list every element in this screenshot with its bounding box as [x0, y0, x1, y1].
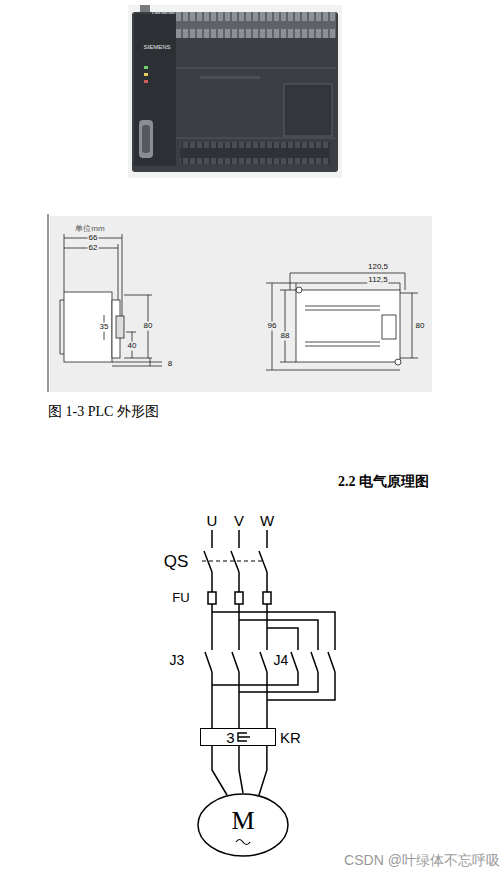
circuit-wiring-part: [202, 561, 262, 562]
dimension-drawing-part: [280, 290, 296, 362]
plc-photo-part: [284, 84, 332, 136]
ac-symbol: [236, 840, 250, 845]
dimension: 96: [267, 322, 278, 331]
dimension: 62: [88, 244, 99, 253]
circuit-wiring: [202, 530, 335, 728]
plc-photo-part: [176, 68, 336, 69]
plc-photo-part: [152, 12, 336, 38]
dimension-drawing-part: [296, 287, 302, 293]
circuit-wiring-part: [239, 620, 318, 692]
plc-photo: [128, 5, 342, 178]
circuit-wiring-part: [212, 628, 298, 685]
dimension: 40: [127, 342, 138, 351]
plc-photo-part: [132, 12, 338, 172]
watermark: CSDN @叶绿体不忘呼吸: [343, 853, 501, 868]
motor-lead: [259, 746, 267, 795]
relay-label: KR: [280, 730, 301, 745]
plc-photo-part: [139, 120, 153, 158]
dimension-drawing-part: [47, 214, 48, 392]
circuit-wiring-part: [259, 530, 267, 728]
circuit-wiring-part: [231, 530, 239, 728]
motor-outline-stroke: [198, 794, 288, 856]
dimension-drawing-part: [50, 216, 432, 392]
unit-note: 单位mm: [74, 225, 105, 234]
contactor-label: J3: [169, 653, 186, 668]
plc-photo-part: [200, 76, 260, 79]
plc-photo-part: [128, 5, 342, 178]
thermal-relay: 3KR: [200, 728, 276, 746]
fuse-label: FU: [171, 591, 190, 605]
dimension-drawing-part: [296, 290, 400, 362]
plc-photo-part: [134, 14, 176, 166]
phase-label: U: [206, 513, 219, 530]
dimension: 80: [415, 322, 426, 331]
plc-photo-part: [144, 73, 148, 76]
dimension-drawing-part: [395, 359, 401, 365]
dimension-drawing: [48, 214, 432, 392]
dimension: 80: [143, 322, 154, 331]
dimension-drawing-part: [60, 300, 64, 354]
dimension: 88: [280, 332, 291, 341]
heater-number: 3: [226, 730, 234, 745]
figure-caption: 图 1-3 PLC 外形图: [48, 404, 159, 419]
phase-label: V: [233, 513, 245, 530]
dimension-drawing-part: [305, 306, 380, 346]
dimension-drawing-part: [116, 316, 124, 338]
dimension: 66: [88, 234, 99, 243]
circuit-wiring-part: [212, 612, 335, 700]
heater-symbol-stroke: [238, 733, 250, 741]
circuit-wiring-part: [263, 592, 271, 604]
circuit-wiring-part: [204, 530, 212, 728]
plc-photo-part: [142, 125, 150, 153]
circuit-wiring-part: [208, 592, 216, 604]
heater-symbol: [236, 731, 250, 743]
brand-mark: SIEMENS: [142, 44, 171, 51]
circuit-wiring-part: [235, 592, 243, 604]
dimension-drawing-part: [290, 273, 405, 290]
dimension-drawing-part: [266, 283, 400, 370]
dimension-drawing-part: [64, 234, 122, 316]
dimension: 112,5: [367, 276, 388, 285]
plc-photo-part: [144, 80, 148, 83]
motor-letter: M: [231, 806, 254, 836]
motor-lead: [212, 746, 227, 795]
motor-lead: [239, 746, 243, 793]
section-heading: 2.2 电气原理图: [338, 474, 429, 489]
plc-photo-part: [144, 66, 148, 69]
dimension-drawing-part: [64, 292, 112, 362]
switch-label: QS: [163, 553, 190, 572]
motor-circle: M: [197, 793, 289, 857]
dimension: 35: [99, 323, 110, 332]
dimension: 120,5: [367, 263, 389, 272]
dimension-drawing-part: [382, 315, 396, 339]
dimension: 8: [167, 360, 173, 369]
plc-photo-part: [180, 142, 330, 164]
plc-photo-part: [176, 138, 336, 139]
dimension-drawing-part: [112, 358, 162, 366]
phase-label: W: [259, 513, 275, 530]
contactor-label: J4: [273, 653, 290, 668]
